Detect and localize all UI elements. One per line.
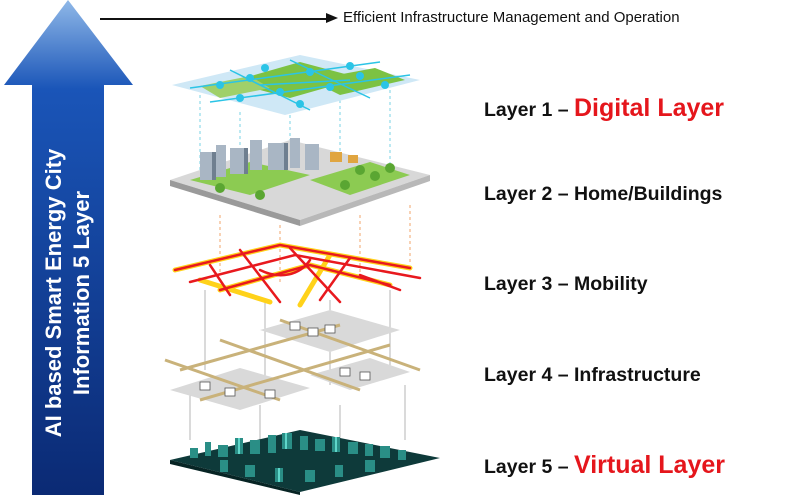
right-arrow-head-icon: [326, 13, 338, 23]
layer-1-prefix: Layer 1 –: [484, 99, 574, 121]
layer-2-name: Home/Buildings: [573, 183, 723, 205]
layer-3-name: Mobility: [573, 273, 648, 295]
layer-5-label: Layer 5 – Virtual Layer: [484, 451, 725, 480]
road-network-icon: [172, 242, 422, 308]
layer-4-label: Layer 4 – Infrastructure: [484, 364, 701, 387]
layer-2-prefix: Layer 2 –: [484, 183, 574, 205]
vertical-title-line1: AI based Smart Energy City: [41, 148, 66, 438]
vertical-title: AI based Smart Energy City Information 5…: [40, 113, 96, 473]
layer-3-prefix: Layer 3 –: [484, 273, 574, 295]
layer-4-name: Infrastructure: [573, 364, 701, 386]
layer-4-prefix: Layer 4 –: [484, 364, 574, 386]
layer-5-prefix: Layer 5 –: [484, 456, 574, 478]
network-map-icon: [172, 55, 420, 115]
layer-5-name: Virtual Layer: [573, 451, 725, 479]
layer-2-label: Layer 2 – Home/Buildings: [484, 183, 722, 206]
virtual-city-icon: [170, 430, 440, 495]
right-arrow-icon: [100, 18, 332, 20]
up-arrow-icon: [4, 0, 133, 495]
top-caption: Efficient Infrastructure Management and …: [343, 9, 680, 26]
layered-city-illustration: [164, 55, 440, 495]
layer-1-name: Digital Layer: [573, 94, 725, 122]
utility-infrastructure-icon: [164, 310, 421, 410]
layer-3-label: Layer 3 – Mobility: [484, 273, 648, 296]
vertical-title-line2: Information 5 Layer: [69, 190, 94, 396]
layer-1-label: Layer 1 – Digital Layer: [484, 94, 724, 123]
city-buildings-icon: [170, 138, 430, 226]
